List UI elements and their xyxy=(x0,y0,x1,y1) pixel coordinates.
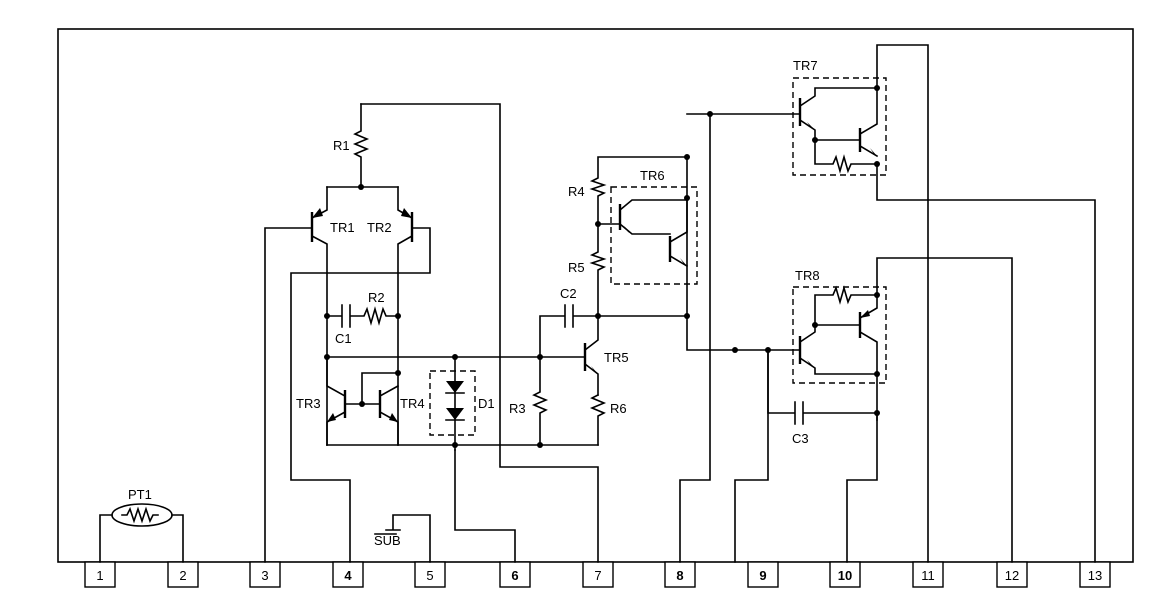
r4-r5-chain: R4 R5 xyxy=(568,154,690,317)
pin-4: 4 xyxy=(332,561,364,588)
transistor-tr7: TR7 xyxy=(679,44,1096,563)
substrate-sub: SUB xyxy=(374,514,431,563)
pin-box xyxy=(582,561,614,588)
pin-label: 1 xyxy=(96,568,103,583)
transistor-tr6: TR6 xyxy=(597,156,769,351)
c2-label: C2 xyxy=(560,286,577,301)
pin-8: 8 xyxy=(664,561,696,588)
pin-12: 12 xyxy=(996,561,1028,588)
diode-d1: D1 xyxy=(429,356,495,451)
transistor-tr4: TR4 xyxy=(344,370,425,446)
pin-5: 5 xyxy=(414,561,446,588)
r2-label: R2 xyxy=(368,290,385,305)
pin-box xyxy=(1079,561,1111,588)
pin-box xyxy=(747,561,779,588)
transistor-tr2: TR2 xyxy=(290,208,431,563)
c1-label: C1 xyxy=(335,331,352,346)
package-outline xyxy=(57,28,1134,563)
pin-box xyxy=(912,561,944,588)
r1-label: R1 xyxy=(333,138,350,153)
r3-label: R3 xyxy=(509,401,526,416)
pin-label: 13 xyxy=(1088,568,1102,583)
pin-box xyxy=(664,561,696,588)
pin-label: 9 xyxy=(759,568,766,583)
pin-2: 2 xyxy=(167,561,199,588)
thermistor-pt1: PT1 xyxy=(99,487,184,563)
pin-label: 4 xyxy=(344,568,352,583)
c3-label: C3 xyxy=(792,431,809,446)
pin-10: 10 xyxy=(829,561,861,588)
pin-label: 2 xyxy=(179,568,186,583)
tr4-label: TR4 xyxy=(400,396,425,411)
c1-r2-network: C1 R2 xyxy=(324,290,401,346)
pin-label: 3 xyxy=(261,568,268,583)
pin-label: 6 xyxy=(511,568,518,583)
pin-box xyxy=(829,561,861,588)
r5-label: R5 xyxy=(568,260,585,275)
transistor-tr3: TR3 xyxy=(296,356,347,446)
tr3-label: TR3 xyxy=(296,396,321,411)
tr7-label: TR7 xyxy=(793,58,818,73)
pin-1: 1 xyxy=(84,561,116,588)
pin-6: 6 xyxy=(499,561,531,588)
pin-box xyxy=(996,561,1028,588)
tr5-label: TR5 xyxy=(604,350,629,365)
sub-label: SUB xyxy=(374,533,401,548)
pin-9: 9 xyxy=(747,561,779,588)
tr8-label: TR8 xyxy=(795,268,820,283)
r3: R3 xyxy=(509,356,549,446)
r6: R6 xyxy=(589,393,627,446)
tr1-label: TR1 xyxy=(330,220,355,235)
pin-7: 7 xyxy=(582,561,614,588)
pin-box xyxy=(84,561,116,588)
r6-label: R6 xyxy=(610,401,627,416)
r1-network: R1 xyxy=(310,103,599,563)
pin-label: 11 xyxy=(921,568,935,583)
pin-label: 10 xyxy=(838,568,852,583)
pin-11: 11 xyxy=(912,561,944,588)
pin-label: 8 xyxy=(676,568,683,583)
tr6-label: TR6 xyxy=(640,168,665,183)
pin-box xyxy=(499,561,531,588)
pin-label: 5 xyxy=(426,568,433,583)
tr2-label: TR2 xyxy=(367,220,392,235)
d1-label: D1 xyxy=(478,396,495,411)
pin-13: 13 xyxy=(1079,561,1111,588)
pin-box xyxy=(332,561,364,588)
pin-box xyxy=(167,561,199,588)
wire-pin3 xyxy=(264,227,313,563)
transistor-tr5: TR5 xyxy=(583,315,629,396)
pin-3: 3 xyxy=(249,561,281,588)
pin-label: 12 xyxy=(1005,568,1019,583)
pt1-label: PT1 xyxy=(128,487,152,502)
pin-label: 7 xyxy=(594,568,601,583)
r4-label: R4 xyxy=(568,184,585,199)
transistor-tr8: TR8 C3 xyxy=(732,257,1013,563)
c2: C2 xyxy=(539,286,601,358)
